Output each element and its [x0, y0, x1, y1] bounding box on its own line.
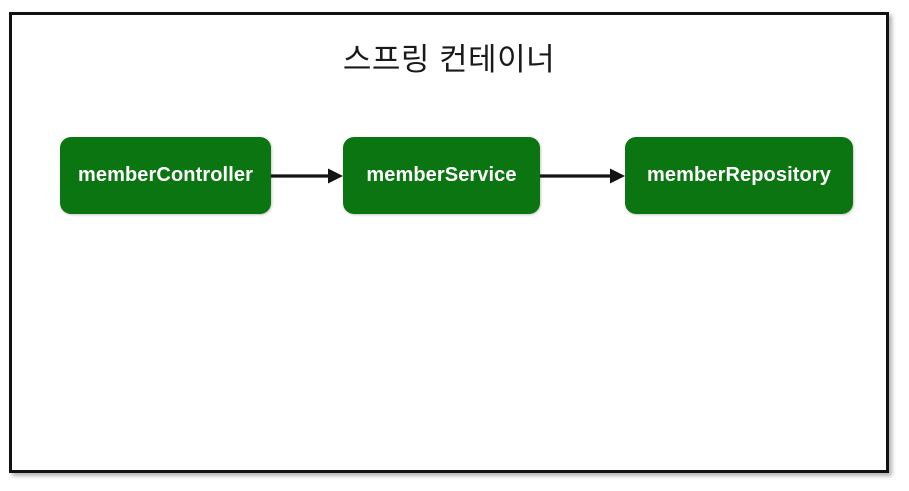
bean-node-membercontroller[interactable]: memberController: [60, 137, 271, 214]
bean-node-label: memberRepository: [647, 164, 831, 186]
edge-controller-to-service: [271, 168, 343, 184]
spring-container-box: 스프링 컨테이너 memberController memberService …: [9, 12, 889, 473]
bean-nodes-layer: memberController memberService memberRep…: [12, 15, 892, 476]
edge-service-to-repository: [540, 168, 625, 184]
bean-node-memberservice[interactable]: memberService: [343, 137, 540, 214]
bean-node-memberrepository[interactable]: memberRepository: [625, 137, 853, 214]
spring-container-title: 스프링 컨테이너: [342, 42, 556, 77]
arrow-layer: [271, 168, 625, 184]
bean-node-label: memberController: [78, 164, 253, 186]
bean-node-label: memberService: [366, 164, 517, 186]
